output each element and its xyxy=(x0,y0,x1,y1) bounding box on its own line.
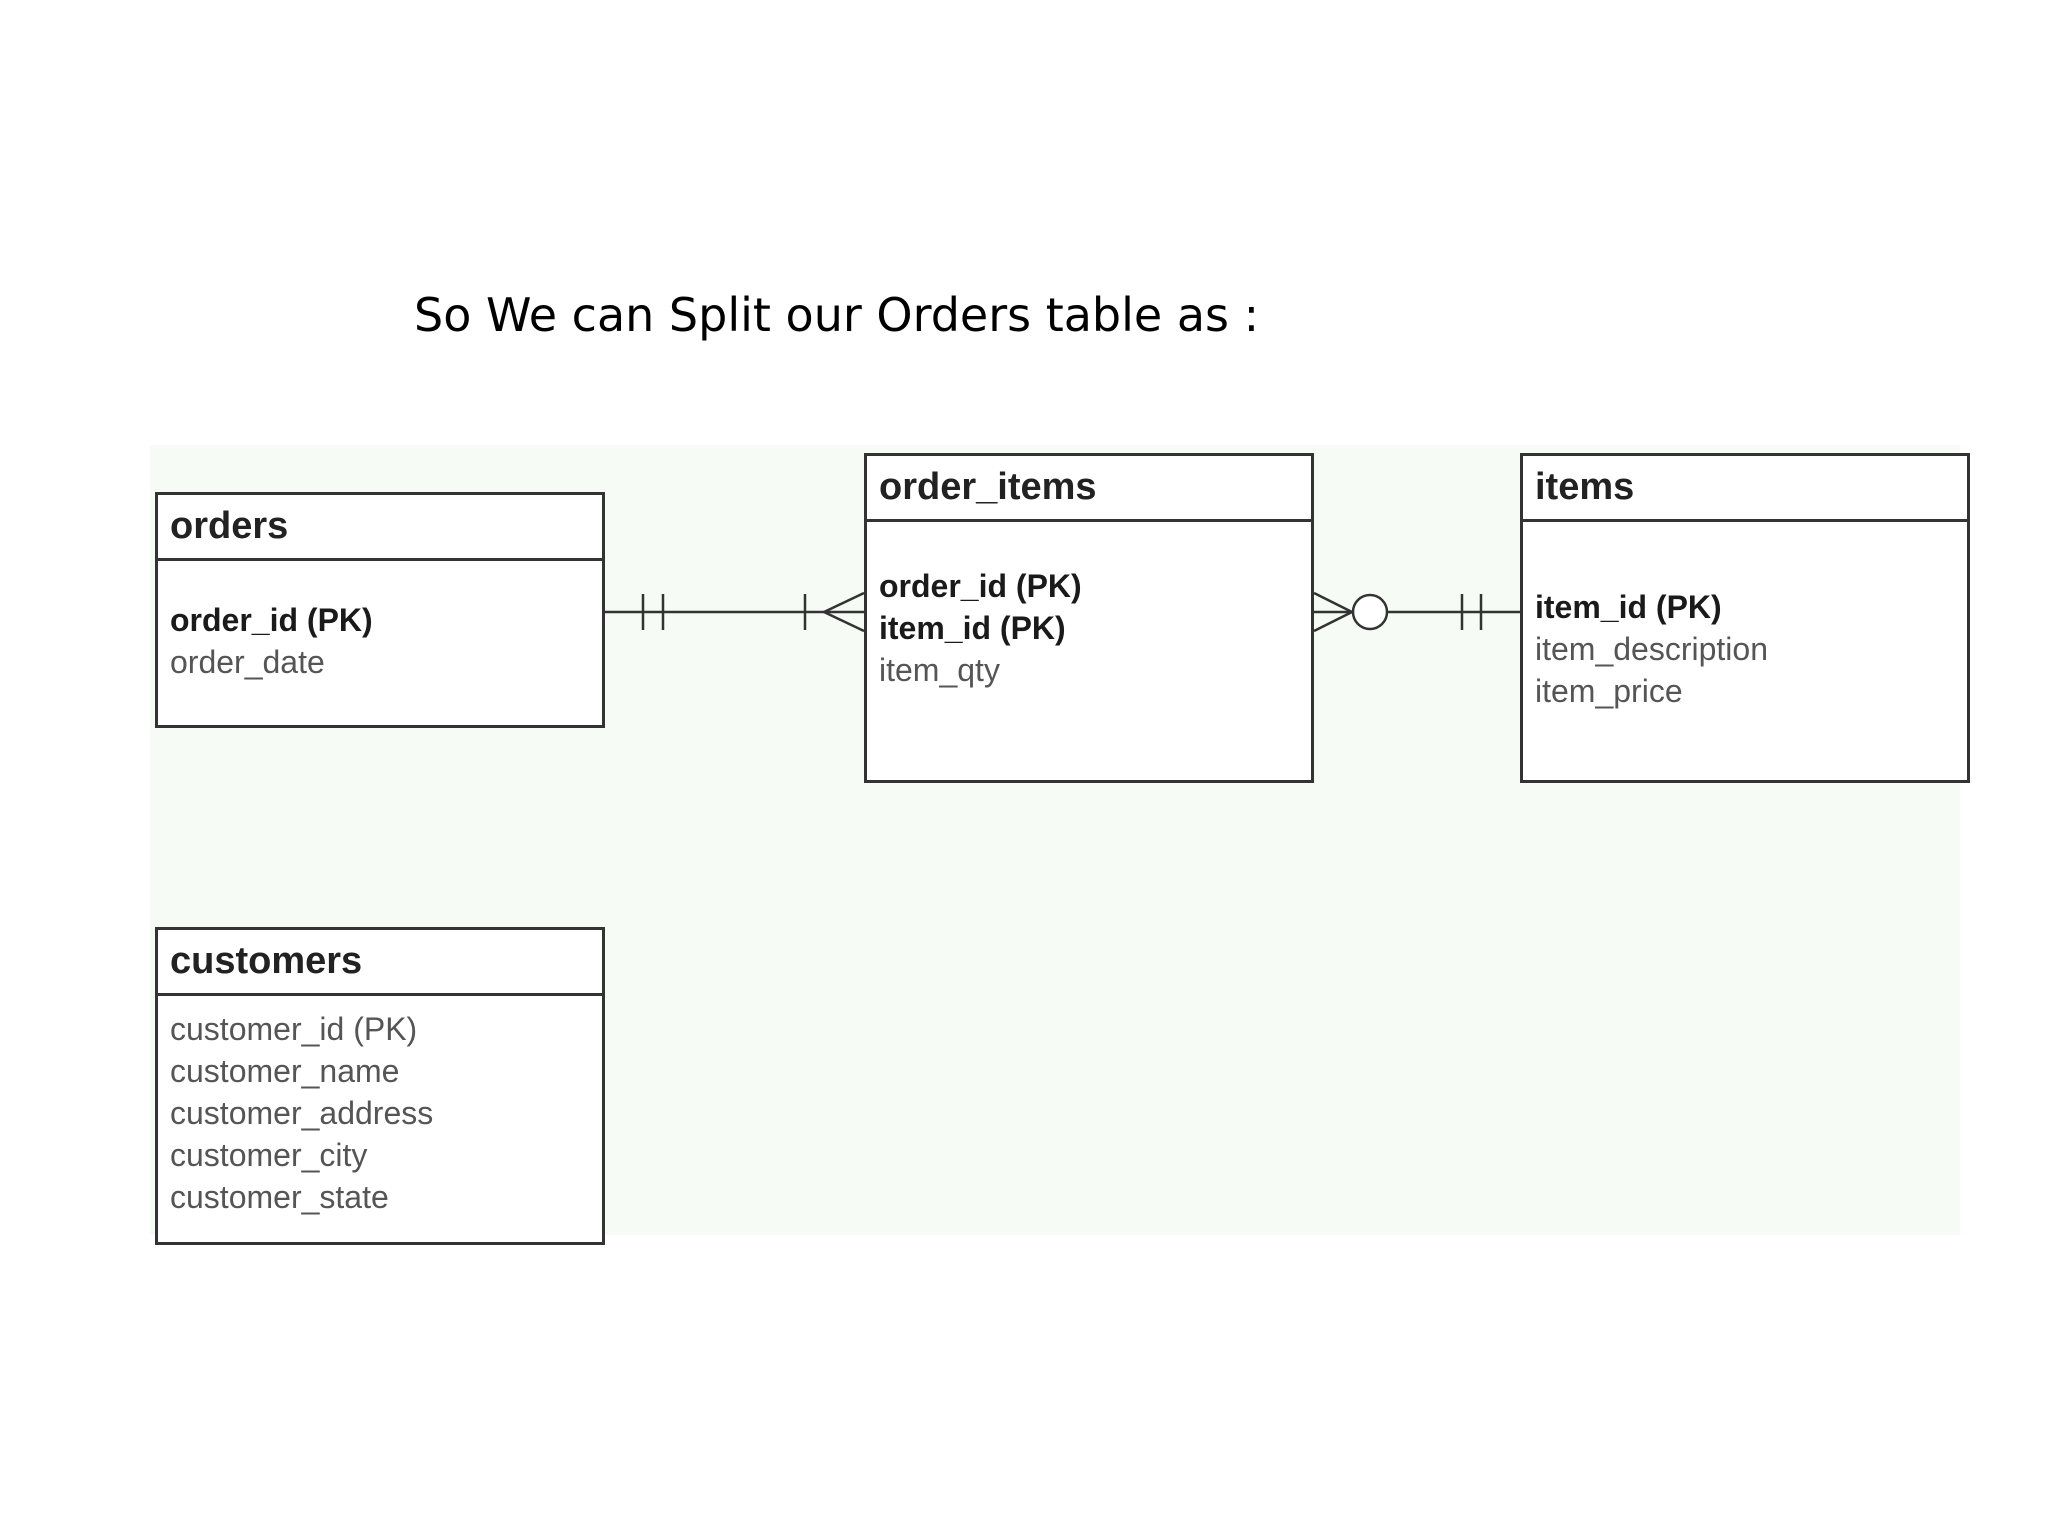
field-customer-city: customer_city xyxy=(170,1137,368,1173)
field-item-price: item_price xyxy=(1535,673,1683,709)
entity-orders[interactable]: orders order_id (PK) order_date xyxy=(155,492,605,728)
entity-customers[interactable]: customers customer_id (PK) customer_name… xyxy=(155,927,605,1245)
field-item-qty: item_qty xyxy=(879,652,1000,688)
relationship-order-items-items xyxy=(1313,591,1520,633)
field-item-description: item_description xyxy=(1535,631,1768,667)
entity-items[interactable]: items item_id (PK) item_description item… xyxy=(1520,453,1970,783)
entity-order-items-header: order_items xyxy=(867,456,1311,522)
entity-customers-header: customers xyxy=(158,930,602,996)
zero-circle-mark xyxy=(1351,593,1389,631)
field-order-id: order_id (PK) xyxy=(879,568,1082,604)
crowfoot-upper xyxy=(823,591,865,614)
slide-title: So We can Split our Orders table as : xyxy=(414,288,1260,342)
field-order-id: order_id (PK) xyxy=(170,602,373,638)
crowfoot-upper xyxy=(1313,591,1353,614)
field-customer-address: customer_address xyxy=(170,1095,434,1131)
field-customer-state: customer_state xyxy=(170,1179,389,1215)
field-item-id: item_id (PK) xyxy=(1535,589,1722,625)
relationship-orders-order-items xyxy=(605,591,865,633)
field-order-date: order_date xyxy=(170,644,325,680)
entity-order-items[interactable]: order_items order_id (PK) item_id (PK) i… xyxy=(864,453,1314,783)
crowfoot-lower xyxy=(1313,610,1353,633)
crowfoot-lower xyxy=(823,610,865,633)
entity-orders-header: orders xyxy=(158,495,602,561)
field-customer-name: customer_name xyxy=(170,1053,400,1089)
field-customer-id: customer_id (PK) xyxy=(170,1011,418,1047)
field-item-id: item_id (PK) xyxy=(879,610,1066,646)
entity-items-header: items xyxy=(1523,456,1967,522)
